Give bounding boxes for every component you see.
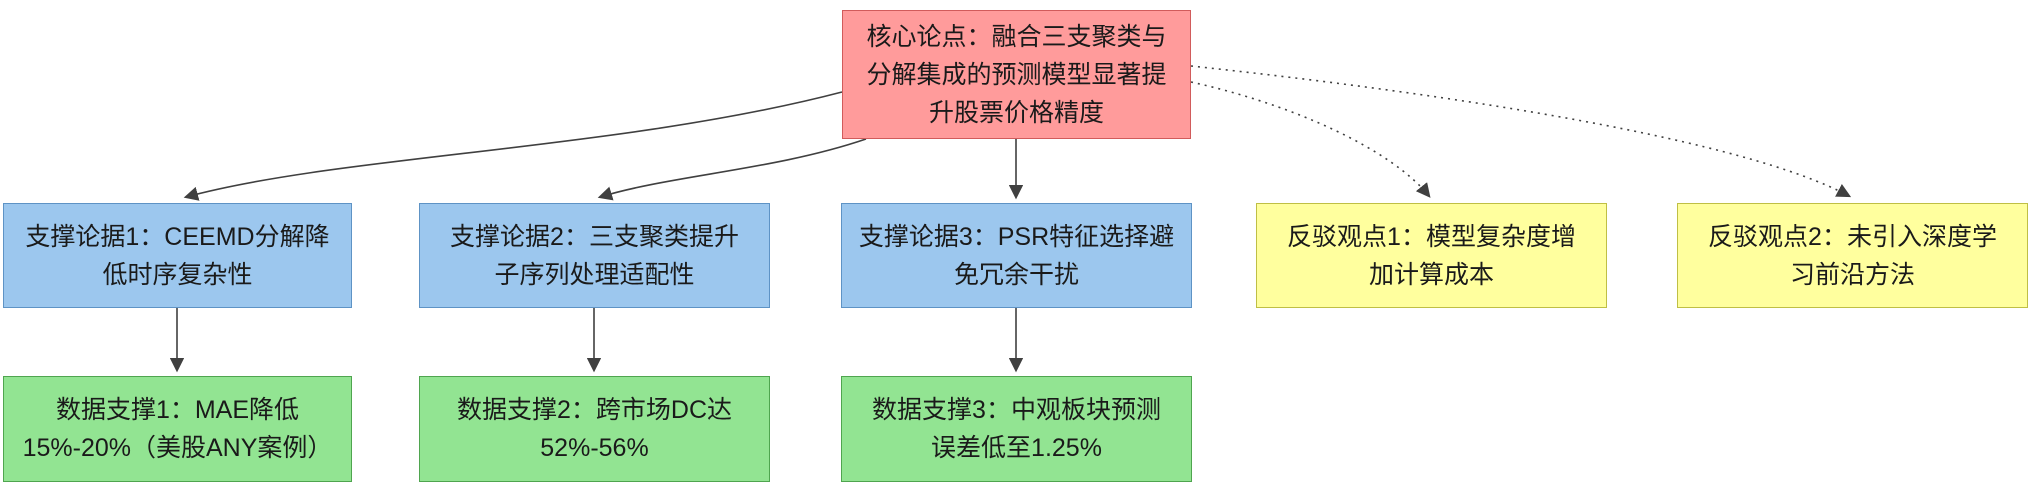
node-data-support-3: 数据支撑3：中观板块预测 误差低至1.25% <box>841 376 1192 482</box>
node-core-claim: 核心论点：融合三支聚类与 分解集成的预测模型显著提 升股票价格精度 <box>842 10 1191 139</box>
arrow-core-to-support1 <box>183 91 843 201</box>
node-rebuttal-1: 反驳观点1：模型复杂度增 加计算成本 <box>1256 203 1607 308</box>
node-support-2: 支撑论据2：三支聚类提升 子序列处理适配性 <box>419 203 770 308</box>
node-data-support-1: 数据支撑1：MAE降低 15%-20%（美股ANY案例） <box>3 376 352 482</box>
node-rebuttal-2: 反驳观点2：未引入深度学 习前沿方法 <box>1677 203 2028 308</box>
arrow-core-to-rebuttal2 <box>1190 65 1852 198</box>
node-support-3: 支撑论据3：PSR特征选择避 免冗余干扰 <box>841 203 1192 308</box>
arrow-core-to-support2 <box>597 138 867 201</box>
node-support-1: 支撑论据1：CEEMD分解降 低时序复杂性 <box>3 203 352 308</box>
arrow-core-to-rebuttal1 <box>1190 81 1431 198</box>
node-data-support-2: 数据支撑2：跨市场DC达 52%-56% <box>419 376 770 482</box>
